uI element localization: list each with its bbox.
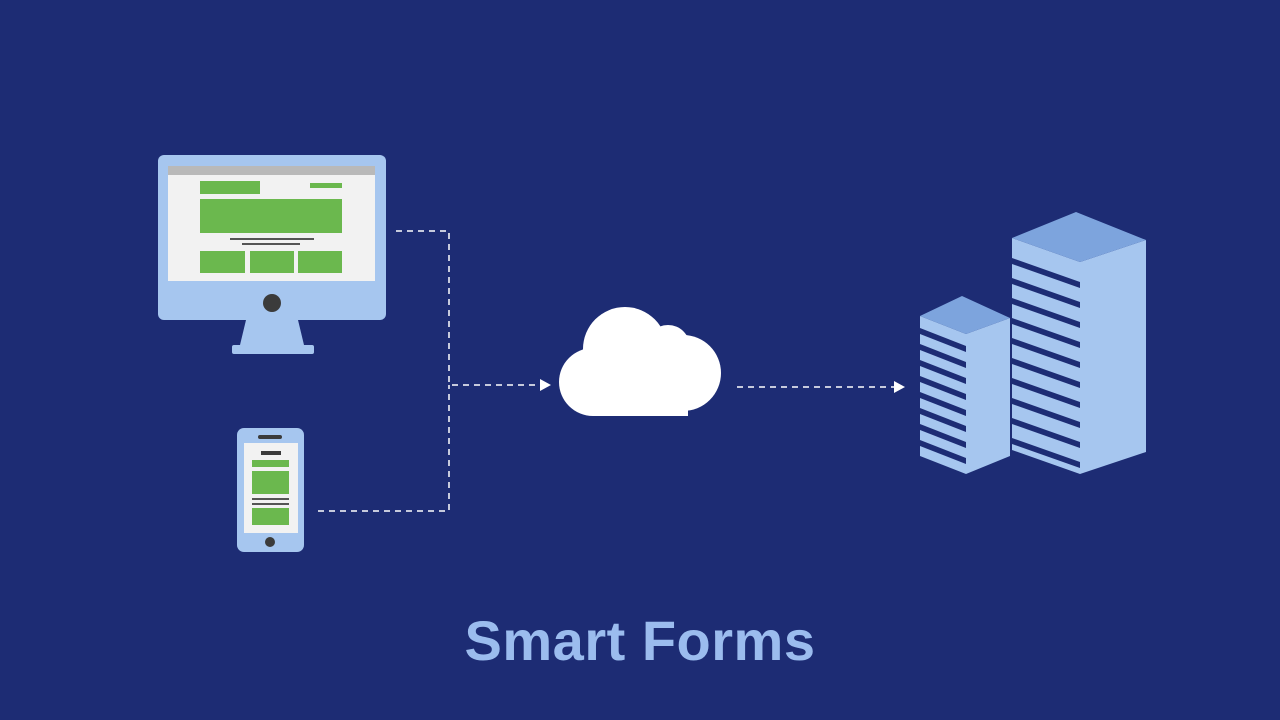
phone-connector [318, 385, 450, 512]
to-cloud-arrowhead [540, 379, 551, 391]
to-buildings-arrowhead [894, 381, 905, 393]
desktop-monitor-icon [158, 155, 386, 354]
short-building [920, 296, 1010, 474]
smartphone-icon [237, 428, 304, 552]
tall-building [1012, 212, 1146, 474]
connector-lines [318, 230, 895, 512]
page-title: Smart Forms [464, 609, 816, 672]
office-buildings-icon [920, 212, 1146, 474]
desktop-connector [396, 230, 450, 385]
cloud-icon [559, 307, 721, 416]
